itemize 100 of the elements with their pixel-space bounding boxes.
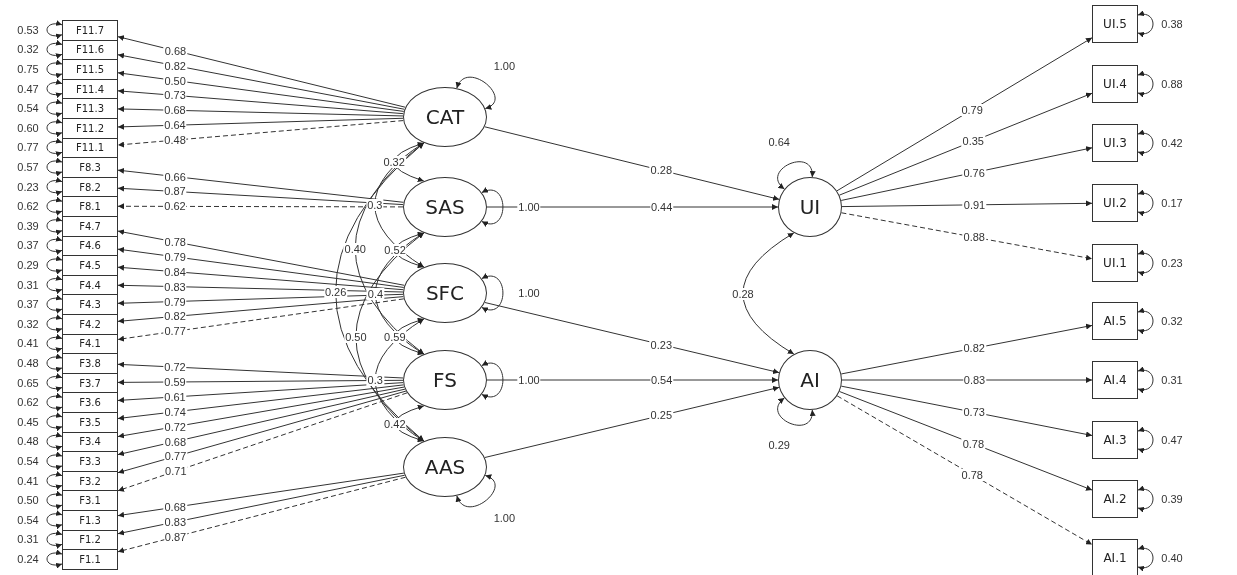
indicator-box: F11.2: [62, 118, 118, 139]
edge-label: 0.32: [382, 156, 406, 168]
indicator-box: AI.1: [1092, 539, 1138, 575]
edge-label: 0.78: [961, 437, 986, 450]
arrow: [836, 37, 1093, 192]
edge-label: 0.40: [343, 242, 367, 255]
indicator-box: F8.3: [62, 157, 118, 178]
edge-label: 0.50: [163, 74, 187, 87]
edge-label: 0.79: [163, 295, 187, 308]
variance-loop-arrow: [456, 76, 496, 110]
edge-label: 0.26: [323, 286, 348, 298]
covariance-arrow: [742, 232, 795, 355]
edge-label: 0.42: [1160, 137, 1184, 149]
edge-label: 0.72: [163, 361, 187, 374]
edge-label: 0.77: [16, 141, 40, 154]
edge-label: 0.83: [163, 280, 187, 293]
edge-label: 0.88: [1160, 78, 1184, 90]
edge-label: 0.32: [16, 43, 40, 56]
variance-loop-arrow: [46, 197, 63, 216]
variance-loop-arrow: [46, 451, 63, 471]
variance-loop-arrow: [46, 236, 63, 255]
arrow: [117, 35, 406, 108]
arrow: [117, 390, 407, 474]
edge-label: 0.78: [960, 468, 984, 481]
indicator-box: F4.3: [62, 294, 118, 315]
latent-ellipse: UI: [778, 177, 842, 237]
arrow: [484, 302, 780, 375]
variance-loop-arrow: [456, 474, 496, 508]
indicator-box: F11.7: [62, 20, 118, 41]
arrow: [117, 203, 404, 210]
arrow: [840, 385, 1093, 438]
edge-label: 0.54: [16, 102, 40, 115]
indicator-box: F3.6: [62, 392, 118, 413]
arrow: [117, 247, 405, 288]
arrow: [484, 385, 780, 458]
edge-label: 0.39: [1160, 493, 1184, 505]
indicator-box: AI.4: [1092, 361, 1138, 399]
indicator-box: UI.3: [1092, 124, 1138, 162]
variance-loop-arrow: [46, 255, 63, 275]
variance-loop-arrow: [46, 216, 63, 235]
edge-label: 0.17: [1160, 197, 1184, 209]
latent-ellipse: CAT: [403, 87, 487, 147]
arrow: [117, 472, 405, 518]
arrow: [117, 476, 406, 554]
variance-loop-arrow: [46, 157, 63, 177]
edge-label: 0.61: [163, 390, 187, 403]
variance-loop-arrow: [1137, 367, 1154, 393]
indicator-box: UI.2: [1092, 184, 1138, 222]
indicator-box: F8.1: [62, 196, 118, 217]
variance-loop-arrow: [46, 510, 63, 529]
edge-label: 0.48: [163, 134, 187, 147]
arrow: [117, 88, 404, 115]
edge-label: 0.48: [16, 435, 40, 448]
indicator-box: F3.8: [62, 353, 118, 374]
arrow: [839, 391, 1093, 491]
edge-label: 0.79: [960, 103, 984, 116]
arrow: [117, 296, 404, 324]
edge-label: 0.28: [649, 164, 673, 177]
edge-label: 0.83: [163, 516, 187, 528]
arrow: [841, 200, 1093, 208]
edge-label: 0.29: [16, 259, 40, 271]
variance-loop-arrow: [1137, 545, 1154, 571]
variance-loop-arrow: [481, 273, 504, 313]
edge-label: 0.65: [16, 376, 40, 389]
edge-label: 0.77: [163, 325, 187, 338]
variance-loop-arrow: [46, 138, 63, 157]
arrow: [486, 377, 779, 383]
indicator-box: F4.2: [62, 314, 118, 335]
variance-loop-arrow: [1137, 71, 1154, 97]
edge-label: 0.62: [16, 200, 40, 213]
edge-label: 0.37: [16, 298, 40, 311]
covariance-arrow: [355, 232, 425, 442]
variance-loop-arrow: [46, 471, 63, 490]
edge-label: 0.68: [163, 44, 188, 57]
edge-label: 1.00: [517, 374, 541, 386]
arrow: [117, 379, 404, 386]
variance-loop-arrow: [46, 491, 63, 510]
edge-label: 0.40: [1160, 552, 1184, 564]
edge-label: 0.57: [16, 161, 40, 173]
edge-label: 0.71: [164, 465, 188, 478]
edge-label: 0.74: [163, 405, 187, 418]
arrow: [486, 204, 779, 210]
indicator-box: F1.1: [62, 549, 118, 570]
edge-label: 0.3: [366, 199, 384, 211]
edge-label: 0.73: [163, 89, 187, 102]
variance-loop-arrow: [46, 334, 63, 353]
latent-ellipse: AAS: [403, 437, 487, 497]
edge-label: 0.44: [649, 201, 674, 213]
arrow: [117, 293, 404, 307]
edge-label: 0.72: [163, 420, 187, 433]
variance-loop-arrow: [46, 79, 63, 98]
edge-label: 0.41: [16, 337, 40, 350]
arrow: [840, 212, 1093, 261]
edge-label: 0.42: [383, 417, 407, 430]
arrow: [117, 167, 404, 203]
edge-label: 0.47: [1160, 434, 1184, 446]
edge-label: 0.64: [767, 135, 791, 148]
edge-label: 0.31: [1160, 374, 1184, 386]
indicator-box: AI.3: [1092, 421, 1138, 459]
arrow: [117, 264, 404, 291]
